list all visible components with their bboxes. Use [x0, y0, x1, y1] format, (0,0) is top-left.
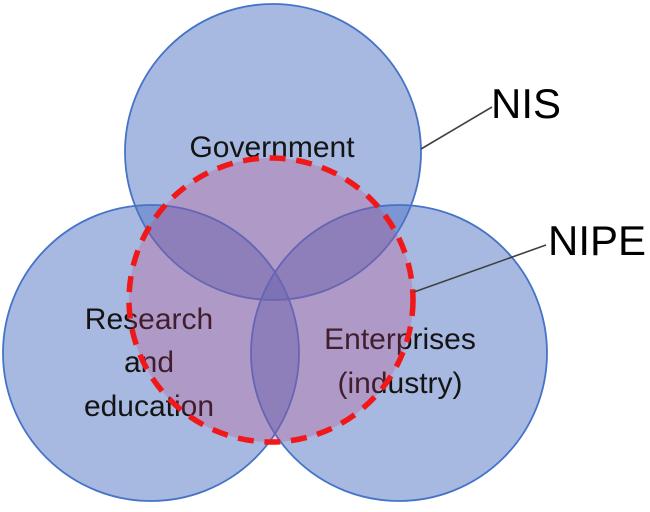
nipe-label: NIPE: [548, 217, 646, 264]
circle-enterprises-industry: [250, 204, 548, 502]
enterprises-industry-label-line1: Enterprises: [324, 323, 476, 356]
research-education-label-line1: Research: [85, 303, 213, 336]
nis-label: NIS: [491, 80, 561, 127]
enterprises-industry-label-line2: (industry): [337, 367, 462, 400]
nis-callout-line: [420, 106, 493, 150]
research-education-label-line2: and: [124, 346, 174, 379]
nipe-boundary-circle: [126, 155, 416, 445]
nipe-callout-line: [413, 244, 547, 293]
